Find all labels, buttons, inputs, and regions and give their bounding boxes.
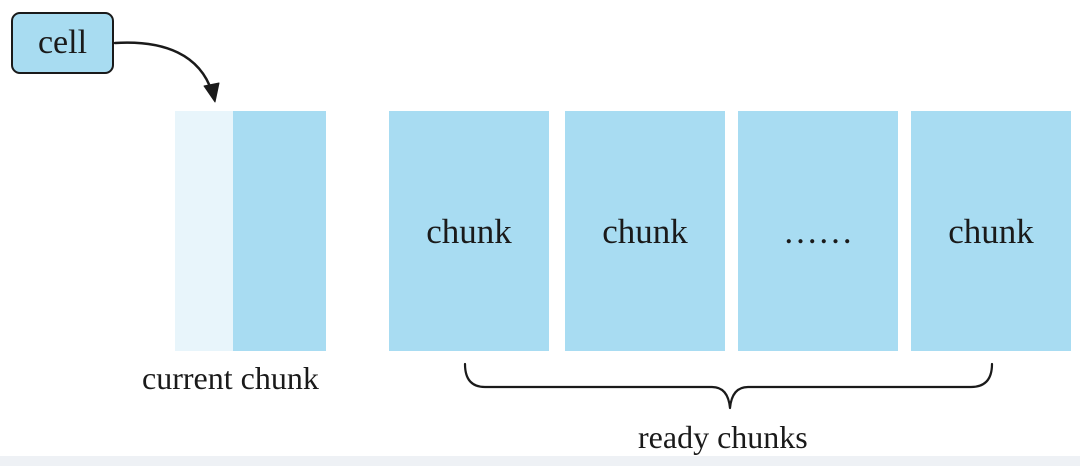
ready-chunk-ellipsis: …… — [738, 111, 898, 351]
cell-label: cell — [37, 24, 88, 61]
current-chunk-empty-portion — [175, 111, 233, 351]
ellipsis-label: …… — [783, 211, 853, 251]
chunk-label: chunk — [948, 211, 1034, 251]
bottom-strip — [0, 456, 1080, 466]
ready-chunk: chunk — [565, 111, 725, 351]
current-chunk-filled-portion — [233, 111, 326, 351]
ready-chunks-brace — [463, 362, 994, 410]
cell-to-current-chunk-arrow — [113, 41, 214, 94]
ready-chunks-label: ready chunks — [638, 419, 808, 455]
arrow-head-icon — [203, 82, 220, 103]
chunk-label: chunk — [426, 211, 512, 251]
chunk-label: chunk — [602, 211, 688, 251]
ready-chunk: chunk — [389, 111, 549, 351]
ready-chunk: chunk — [911, 111, 1071, 351]
current-chunk-label: current chunk — [142, 360, 319, 396]
cell-box: cell — [11, 12, 114, 74]
